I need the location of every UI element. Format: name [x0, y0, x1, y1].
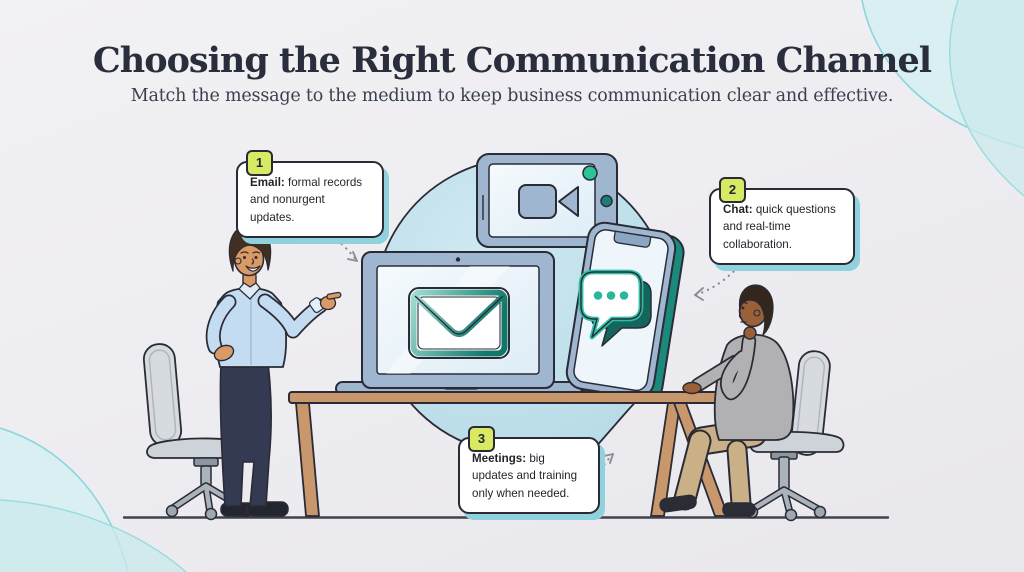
callout-number: 3 [468, 426, 495, 452]
hand-on-chin [743, 326, 757, 340]
callout-text: quick questions and real-time collaborat… [723, 203, 836, 251]
hand-on-hip [213, 344, 235, 362]
collar [238, 282, 261, 300]
callout-card-email: 1 Email: formal records and nonurgent up… [236, 150, 384, 239]
callout-lead: Email: [250, 176, 285, 189]
shoe [659, 494, 697, 513]
pointing-hand [319, 291, 342, 311]
dotted-arrow-to-laptop [325, 230, 359, 263]
shoe [722, 502, 756, 517]
office-chair-right [745, 350, 845, 522]
dotted-arrow-to-phone [693, 265, 740, 301]
callout-text: big updates and training only when neede… [472, 452, 578, 500]
callout-lead: Chat: [723, 203, 753, 216]
page-subtitle: Match the message to the medium to keep … [130, 86, 894, 106]
camera-dot [582, 165, 598, 181]
webcam-dot [455, 257, 461, 262]
sitting-person [659, 284, 795, 517]
phone-notch [613, 230, 652, 248]
email-envelope-icon [408, 287, 510, 359]
callout-number: 2 [719, 177, 746, 203]
chat-bubble-icon [578, 269, 652, 347]
dotted-arrow-to-bubble [592, 452, 615, 482]
callout-card-chat: 2 Chat: quick questions and real-time co… [709, 177, 855, 266]
corner-blob-bottom-left [0, 427, 187, 572]
hair [738, 284, 774, 336]
callout-lead: Meetings: [472, 452, 527, 465]
laptop [335, 251, 583, 396]
callout-number: 1 [246, 150, 273, 176]
smile [245, 265, 261, 272]
callout-text: formal records and nonurgent updates. [250, 176, 363, 224]
standing-person [205, 224, 342, 517]
trousers [219, 362, 272, 507]
tablet [476, 153, 618, 248]
hand-on-desk [682, 381, 702, 395]
video-camera-icon [518, 184, 579, 219]
page-title: Choosing the Right Communication Channel [92, 40, 932, 81]
corner-blob-top-right [861, 0, 1024, 197]
callout-card-meetings: 3 Meetings: big updates and training onl… [458, 426, 600, 515]
